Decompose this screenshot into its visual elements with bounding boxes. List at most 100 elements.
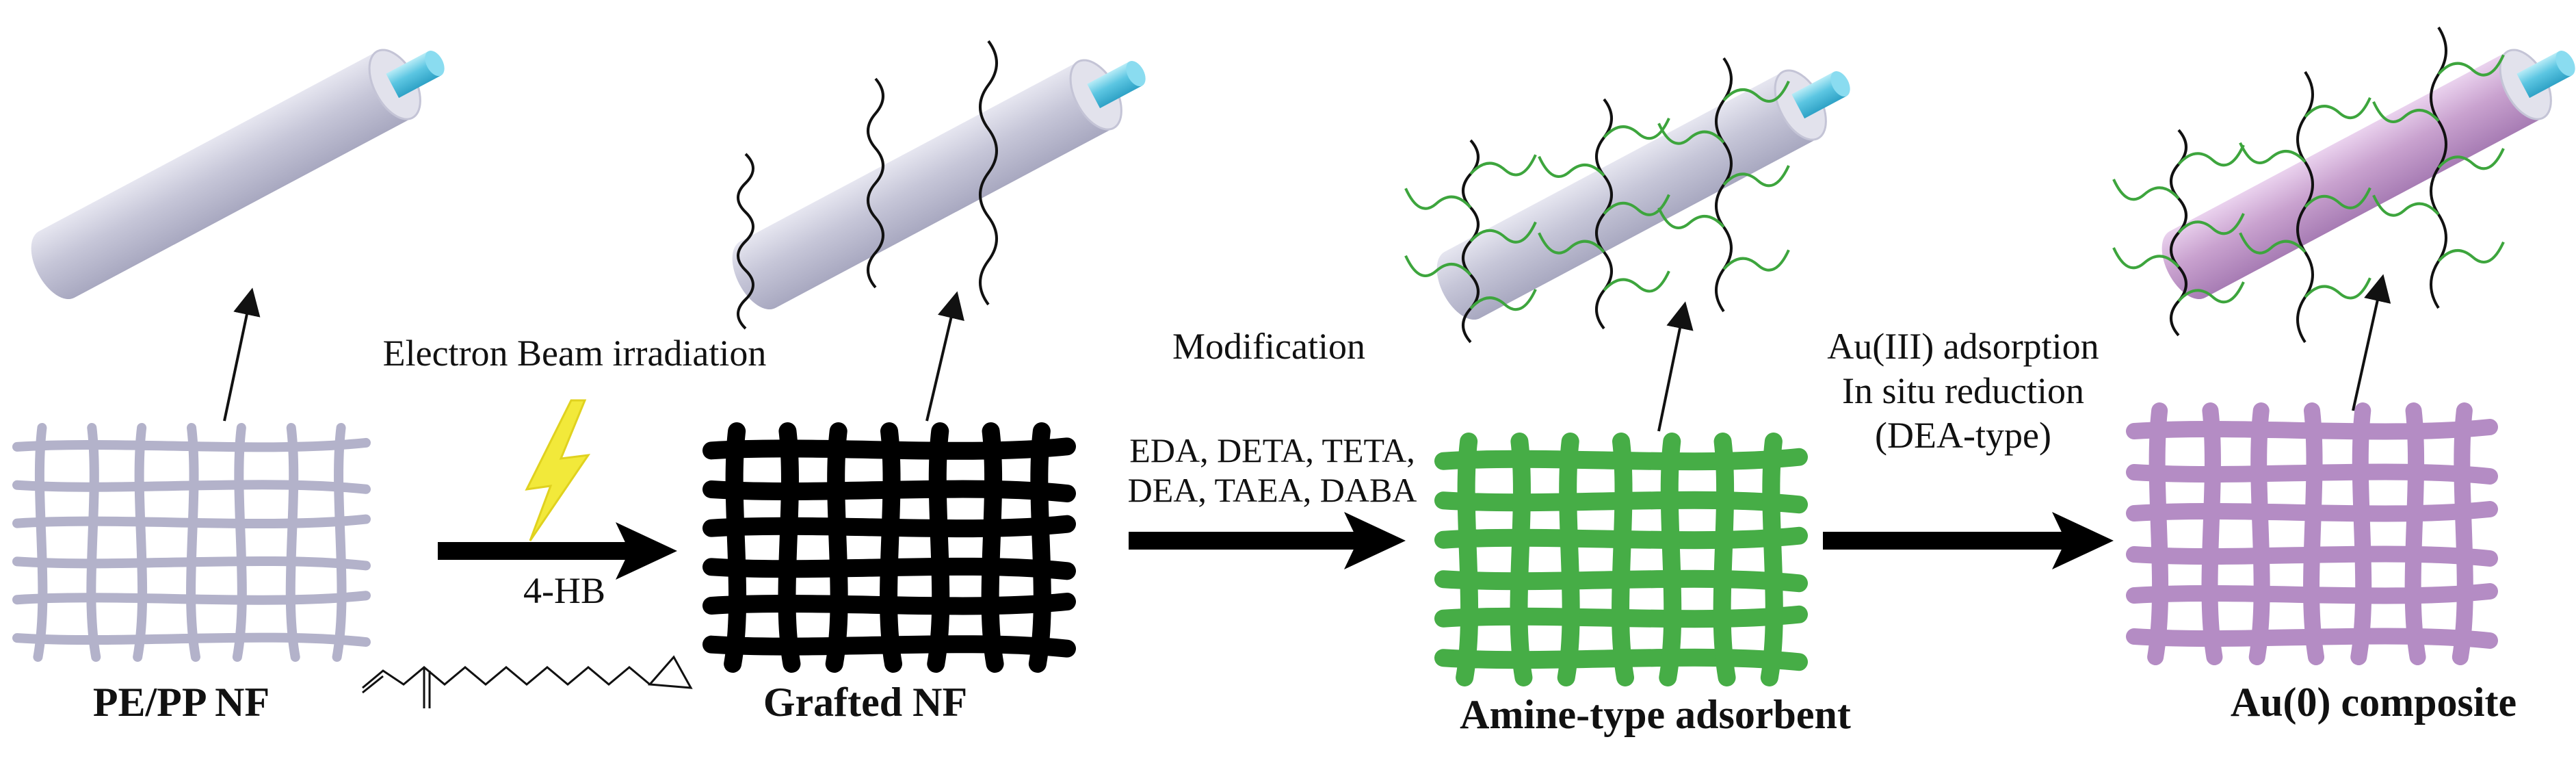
process-arrow-head-2 <box>1344 512 1406 569</box>
fiber-4 <box>2161 49 2575 299</box>
mesh-strand-v <box>2404 402 2426 665</box>
amine-branch <box>2304 187 2371 209</box>
mesh-strand-v <box>2201 402 2223 665</box>
amine-branch <box>2437 148 2505 170</box>
process-arrows <box>223 274 2391 580</box>
amine-branch <box>2304 277 2371 300</box>
adsorption-line-1: Au(III) adsorption <box>1827 326 2099 367</box>
step-irradiation-label: Electron Beam irradiation <box>382 333 767 374</box>
fiber-cross-sections <box>31 49 2575 320</box>
reagent-line-2: DEA, TAEA, DABA <box>1127 471 1417 509</box>
fiber-core-end <box>1126 61 1146 87</box>
amine-branch <box>1404 255 1472 277</box>
amine-branch <box>2239 142 2306 164</box>
mesh-2 <box>702 422 1076 673</box>
amine-branch <box>2177 213 2245 235</box>
pointer-arrow-1 <box>223 287 261 422</box>
mesh-strand-v <box>825 422 848 673</box>
stage-label-grafted: Grafted NF <box>763 680 968 725</box>
step-monomer-label: 4-HB <box>523 570 605 611</box>
polymer-chain-2 <box>867 77 884 289</box>
mesh-strand-v <box>981 422 1004 673</box>
mesh-strand-v <box>1659 433 1682 686</box>
lightning-bolt-icon <box>525 399 591 541</box>
fiber-body <box>1436 71 1819 320</box>
fiber-core-end <box>2555 51 2575 77</box>
amine-branch <box>2177 144 2245 167</box>
step-modification-label: Modification <box>1172 326 1365 367</box>
amine-branch <box>2239 232 2306 255</box>
amine-branch <box>1469 221 1537 244</box>
amine-branch <box>1603 118 1670 140</box>
process-arrow-head-1 <box>616 522 677 580</box>
amine-branch <box>2437 54 2505 77</box>
amine-branch <box>2372 194 2440 217</box>
molecule-double-bond <box>362 675 384 694</box>
mesh-strand-v <box>927 422 950 673</box>
fiber-1 <box>31 49 445 299</box>
amine-branch <box>2372 101 2440 123</box>
stage-label-pe-pp: PE/PP NF <box>92 680 270 725</box>
polymer-chain-3 <box>979 40 998 306</box>
mesh-strand-v <box>33 423 48 662</box>
amine-branch <box>2112 247 2180 270</box>
fiber-body <box>2161 51 2544 299</box>
mesh-strand-v <box>2452 402 2473 665</box>
lightning-bolt <box>525 399 591 541</box>
adsorption-line-2: In situ reduction <box>1842 370 2084 411</box>
mesh-strand-v <box>232 423 247 662</box>
amine-branch <box>1603 270 1670 293</box>
molecule-epoxide <box>647 655 693 689</box>
amine-branch <box>1603 194 1670 216</box>
mesh-4 <box>2126 402 2498 665</box>
mesh-strand-v <box>285 423 300 662</box>
mesh-strand-v <box>1760 433 1783 686</box>
amine-branch <box>2304 97 2371 120</box>
grafted-chains <box>737 26 2505 344</box>
pointer-arrow-3 <box>1657 301 1694 432</box>
amine-branch <box>2112 179 2180 201</box>
mesh-strand-v <box>1713 433 1736 686</box>
nonwoven-meshes <box>12 402 2498 686</box>
amine-branch <box>1469 154 1537 177</box>
mesh-strand-v <box>1612 433 1634 686</box>
mesh-3 <box>1434 433 1808 686</box>
adsorption-line-3: (DEA-type) <box>1875 415 2051 456</box>
amine-branch <box>1538 232 1605 255</box>
amine-branch <box>1722 80 1790 103</box>
stage-label-composite: Au(0) composite <box>2230 680 2517 725</box>
molecule-backbone <box>362 666 650 689</box>
mesh-strand-v <box>186 423 200 662</box>
mesh-strand-v <box>1510 433 1533 686</box>
mesh-strand-v <box>2350 402 2372 665</box>
amine-branch <box>2177 281 2245 304</box>
fiber-core-end <box>425 51 445 77</box>
molecule-structure <box>362 655 693 708</box>
mesh-strand-v <box>2147 402 2169 665</box>
process-arrow-head-3 <box>2052 512 2114 569</box>
fiber-core-end <box>1830 71 1850 97</box>
fiber-2 <box>732 59 1146 309</box>
pointer-arrow-2 <box>925 291 964 422</box>
amine-branch <box>1469 289 1537 311</box>
mesh-strand-v <box>2303 402 2324 665</box>
amine-branch <box>1657 123 1725 145</box>
mesh-strand-v <box>133 423 148 662</box>
mesh-1 <box>12 423 371 662</box>
mesh-strand-v <box>1028 422 1051 673</box>
polymer-chain-1 <box>737 153 754 330</box>
stage-label-amine: Amine-type adsorbent <box>1460 692 1851 737</box>
mesh-strand-v <box>2248 402 2270 665</box>
mesh-strand-v <box>880 422 902 673</box>
fiber-body <box>31 51 413 299</box>
amine-branch <box>1404 188 1472 210</box>
fiber-3 <box>1436 69 1850 320</box>
amine-branch <box>1657 207 1725 229</box>
mesh-strand-v <box>724 422 747 673</box>
amine-branch <box>2437 241 2505 263</box>
mesh-strand-v <box>1557 433 1580 686</box>
mesh-strand-v <box>86 423 101 662</box>
amine-branch <box>1538 155 1605 178</box>
